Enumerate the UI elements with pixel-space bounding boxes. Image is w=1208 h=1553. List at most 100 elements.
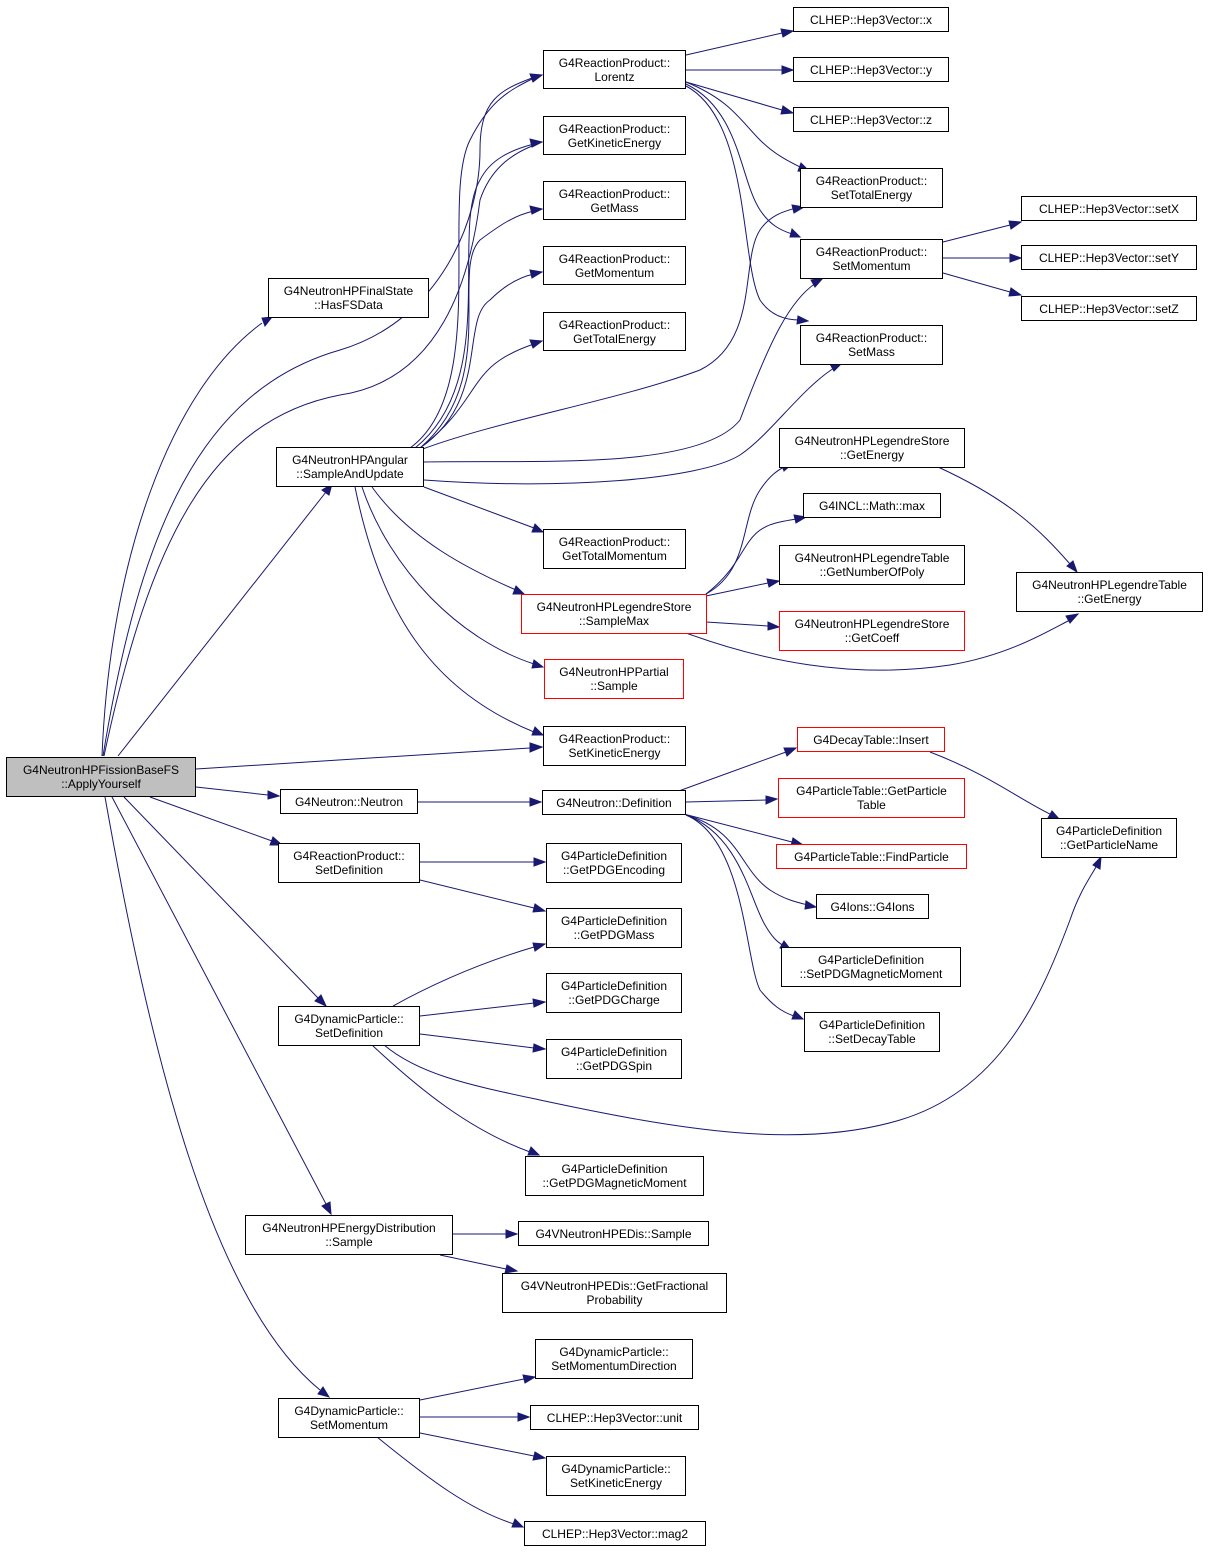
arrow-root-hasfs [261,316,274,328]
node-label-line1: CLHEP::Hep3Vector::unit [546,1410,683,1425]
node-label-line1: CLHEP::Hep3Vector::x [809,12,933,27]
node-label-line1: G4ParticleDefinition [560,914,668,928]
edge-dpsetmom-dpsetmomdir [419,1378,525,1401]
arrow-dpsetdef-getpdgspin [532,1043,547,1053]
node-getpdgmag[interactable]: G4ParticleDefinition::GetPDGMagneticMome… [525,1156,704,1196]
arrow-def-g4ions [804,900,818,910]
node-setmass[interactable]: G4ReactionProduct::SetMass [800,325,943,365]
node-vsample[interactable]: G4VNeutronHPEDis::Sample [518,1221,709,1246]
arrow-angular-lorentz [529,73,544,83]
node-setdecay[interactable]: G4ParticleDefinition::SetDecayTable [804,1012,940,1052]
node-label-line2: ::GetParticleName [1059,838,1159,852]
arrow-samplemax-ltgetnum [766,578,781,588]
node-g4ions[interactable]: G4Ions::G4Ions [816,894,929,919]
node-unit[interactable]: CLHEP::Hep3Vector::unit [530,1405,699,1430]
node-label-line1: G4DecayTable::Insert [813,732,929,747]
edge-angular-getkin [414,143,535,449]
node-getpdgspin[interactable]: G4ParticleDefinition::GetPDGSpin [546,1039,682,1079]
arrow-lorentz-setmom [789,228,802,238]
edge-angular-getmom [419,273,535,449]
edge-def-setpdgmag [685,814,785,947]
node-label-line1: G4NeutronHPAngular [292,453,408,467]
node-lsgetcoeff[interactable]: G4NeutronHPLegendreStore::GetCoeff [779,611,965,651]
node-label-line2: ::GetEnergy [839,448,905,462]
node-label-line1: G4ParticleDefinition [561,1162,668,1176]
node-partial[interactable]: G4NeutronHPPartial::Sample [544,659,684,699]
edge-lorentz-setmass [685,85,801,321]
node-dpsetmom[interactable]: G4DynamicParticle::SetMomentum [278,1398,420,1438]
node-ltgetnum[interactable]: G4NeutronHPLegendreTable::GetNumberOfPol… [779,545,965,585]
node-setkin[interactable]: G4ReactionProduct::SetKineticEnergy [543,726,686,766]
node-getmass[interactable]: G4ReactionProduct::GetMass [543,181,686,220]
edge-def-g4ions [685,814,809,906]
node-hz[interactable]: CLHEP::Hep3Vector::z [793,107,949,132]
edge-angular-getmass [419,210,535,449]
node-label-line2: GetTotalEnergy [573,331,656,346]
node-angular[interactable]: G4NeutronHPAngular::SampleAndUpdate [276,447,424,487]
node-hy[interactable]: CLHEP::Hep3Vector::y [793,57,949,82]
node-insert[interactable]: G4DecayTable::Insert [797,727,945,752]
node-getpdgcharge[interactable]: G4ParticleDefinition::GetPDGCharge [546,973,682,1013]
node-label-line1: G4VNeutronHPEDis::Sample [535,1226,692,1241]
edge-root-hasfs [101,322,263,757]
node-label-line1: G4ReactionProduct:: [558,317,671,332]
edge-dpsetdef-getpdgmass [392,946,535,1007]
edge-angular-settot [419,207,797,451]
arrow-rpsetdef-getpdgmass [532,903,547,913]
node-mag2[interactable]: CLHEP::Hep3Vector::mag2 [524,1521,706,1546]
arrow-edsample-vsample [505,1229,519,1239]
edge-root-setkin [195,747,531,770]
node-lsgetenergy[interactable]: G4NeutronHPLegendreStore::GetEnergy [779,428,965,468]
node-root: G4NeutronHPFissionBaseFS::ApplyYourself [6,757,196,797]
arrow-edsample-vgetfrac [504,1264,519,1274]
arrow-angular-partial [531,659,545,669]
edge-angular-setmass [423,367,835,485]
node-label-line2: SetKineticEnergy [569,1476,663,1490]
edge-setmom-setZ [942,272,1011,293]
node-label-line2: Lorentz [594,69,635,84]
node-label-line2: SetMomentum [832,259,911,273]
node-label-line2: ::GetCoeff [844,631,900,645]
edge-root-rpsetdef [149,796,273,842]
node-getmom[interactable]: G4ReactionProduct::GetMomentum [543,246,686,285]
edge-angular-setmom [423,282,817,463]
node-gettotmom[interactable]: G4ReactionProduct::GetTotalMomentum [543,529,686,569]
node-dpsetkin[interactable]: G4DynamicParticle::SetKineticEnergy [546,1456,686,1496]
node-hx[interactable]: CLHEP::Hep3Vector::x [793,7,949,32]
node-findparticle[interactable]: G4ParticleTable::FindParticle [776,844,967,869]
node-setX[interactable]: CLHEP::Hep3Vector::setX [1021,196,1197,221]
node-samplemax[interactable]: G4NeutronHPLegendreStore::SampleMax [521,594,707,634]
arrow-samplemax-lsgetcoeff [767,621,781,631]
node-edsample[interactable]: G4NeutronHPEnergyDistribution::Sample [245,1215,453,1255]
node-setY[interactable]: CLHEP::Hep3Vector::setY [1021,245,1197,270]
node-ltgetenergy[interactable]: G4NeutronHPLegendreTable::GetEnergy [1016,572,1203,612]
node-setpdgmag[interactable]: G4ParticleDefinition::SetPDGMagneticMome… [781,947,961,987]
arrow-lorentz-hy [781,65,795,75]
node-dpsetdef[interactable]: G4DynamicParticle::SetDefinition [278,1006,420,1046]
node-label-line2: ::GetNumberOfPoly [819,565,925,579]
node-dpsetmomdir[interactable]: G4DynamicParticle::SetMomentumDirection [535,1339,693,1379]
node-getpdgmass[interactable]: G4ParticleDefinition::GetPDGMass [546,908,682,948]
arrow-angular-getmass [529,205,544,215]
node-label-line1: G4NeutronHPLegendreTable [1032,578,1187,592]
node-label-line2: ::HasFSData [314,298,383,312]
node-gettot[interactable]: G4ReactionProduct::GetTotalEnergy [543,312,686,351]
edge-lsgetenergy-ltgetenergy [937,466,1071,565]
node-hasfs[interactable]: G4NeutronHPFinalState::HasFSData [268,278,429,318]
node-getkin[interactable]: G4ReactionProduct::GetKineticEnergy [543,116,686,155]
node-settot[interactable]: G4ReactionProduct::SetTotalEnergy [800,168,943,208]
edge-samplemax-lsgetcoeff [705,621,769,627]
node-setmom[interactable]: G4ReactionProduct::SetMomentum [800,239,943,279]
node-label-line1: G4NeutronHPLegendreTable [794,551,950,565]
node-getparticlename[interactable]: G4ParticleDefinition::GetParticleName [1041,818,1177,858]
node-lorentz[interactable]: G4ReactionProduct::Lorentz [543,50,686,89]
node-setZ[interactable]: CLHEP::Hep3Vector::setZ [1021,296,1197,321]
node-inclmax[interactable]: G4INCL::Math::max [803,493,941,518]
node-getpdgenc[interactable]: G4ParticleDefinition::GetPDGEncoding [546,843,682,883]
node-definition[interactable]: G4Neutron::Definition [542,790,686,815]
node-rpsetdef[interactable]: G4ReactionProduct::SetDefinition [278,843,420,883]
node-neutron[interactable]: G4Neutron::Neutron [280,789,418,814]
node-label-line2: SetTotalEnergy [830,188,913,202]
